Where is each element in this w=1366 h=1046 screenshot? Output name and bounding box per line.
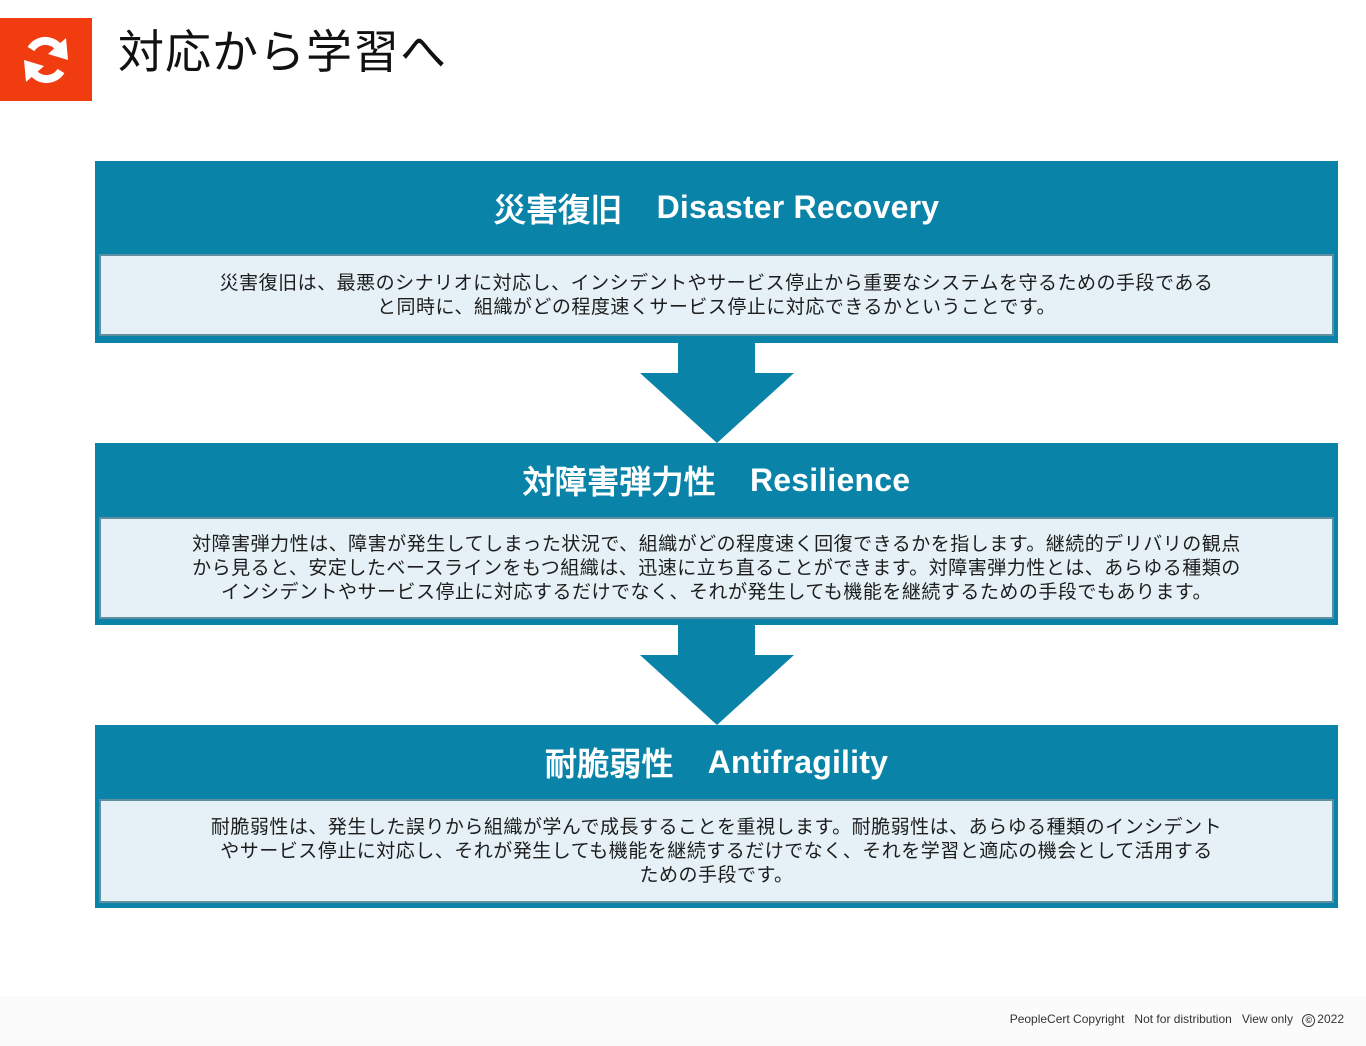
description-line: インシデントやサービス停止に対応するだけでなく、それが発生しても機能を継続するた… xyxy=(220,581,1213,603)
refresh-cycle-icon xyxy=(24,36,68,83)
panel-title-en: Resilience xyxy=(749,461,911,498)
panel-heading: 耐脆弱性 Antifragility xyxy=(95,725,1338,799)
logo xyxy=(0,18,92,101)
panel-disaster-recovery: 災害復旧 Disaster Recovery 災害復旧は、最悪のシナリオに対応し… xyxy=(95,161,1338,343)
footer-notice: PeopleCert Copyright Not for distributio… xyxy=(1010,1012,1344,1027)
view-only-text: View only ©2022 xyxy=(1242,1012,1344,1027)
description-line: と同時に、組織がどの程度速くサービス停止に対応できるかということです。 xyxy=(376,296,1057,318)
copyright-text: PeopleCert Copyright xyxy=(1009,1012,1125,1027)
arrow-down-icon xyxy=(640,343,794,443)
description-line: から見ると、安定したベースラインをもつ組織は、迅速に立ち直ることができます。対障… xyxy=(192,557,1241,579)
panel-title-en: Antifragility xyxy=(707,743,889,780)
page-title: 対応から学習へ xyxy=(118,25,447,79)
panel-description: 耐脆弱性は、発生した誤りから組織が学んで成長することを重視します。耐脆弱性は、あ… xyxy=(99,799,1334,903)
panel-title-jp: 耐脆弱性 xyxy=(544,746,674,782)
footer: PeopleCert Copyright Not for distributio… xyxy=(0,996,1366,1046)
panel-description: 対障害弾力性は、障害が発生してしまった状況で、組織がどの程度速く回復できるかを指… xyxy=(99,517,1334,619)
panel-title-jp: 災害復旧 xyxy=(493,191,623,228)
arrow-down-icon xyxy=(640,625,794,725)
description-line: ための手段です。 xyxy=(639,864,794,886)
panel-antifragility: 耐脆弱性 Antifragility 耐脆弱性は、発生した誤りから組織が学んで成… xyxy=(95,725,1338,908)
panel-title-jp: 対障害弾力性 xyxy=(522,464,716,500)
copyright-year: 2022 xyxy=(1317,1012,1344,1026)
copyright-icon: © xyxy=(1302,1013,1316,1027)
view-only-label: View only xyxy=(1241,1012,1293,1026)
panel-heading: 対障害弾力性 Resilience xyxy=(95,443,1338,517)
description-line: やサービス停止に対応し、それが発生しても機能を継続するだけでなく、それを学習と適… xyxy=(220,840,1213,862)
description-line: 耐脆弱性は、発生した誤りから組織が学んで成長することを重視します。耐脆弱性は、あ… xyxy=(210,816,1223,838)
description-line: 対障害弾力性は、障害が発生してしまった状況で、組織がどの程度速く回復できるかを指… xyxy=(192,533,1241,555)
panel-description: 災害復旧は、最悪のシナリオに対応し、インシデントやサービス停止から重要なシステム… xyxy=(99,254,1334,336)
panel-heading: 災害復旧 Disaster Recovery xyxy=(95,161,1338,254)
distribution-text: Not for distribution xyxy=(1134,1012,1232,1027)
panel-title-en: Disaster Recovery xyxy=(656,189,940,225)
description-line: 災害復旧は、最悪のシナリオに対応し、インシデントやサービス停止から重要なシステム… xyxy=(219,272,1214,294)
panel-resilience: 対障害弾力性 Resilience 対障害弾力性は、障害が発生してしまった状況で… xyxy=(95,443,1338,625)
